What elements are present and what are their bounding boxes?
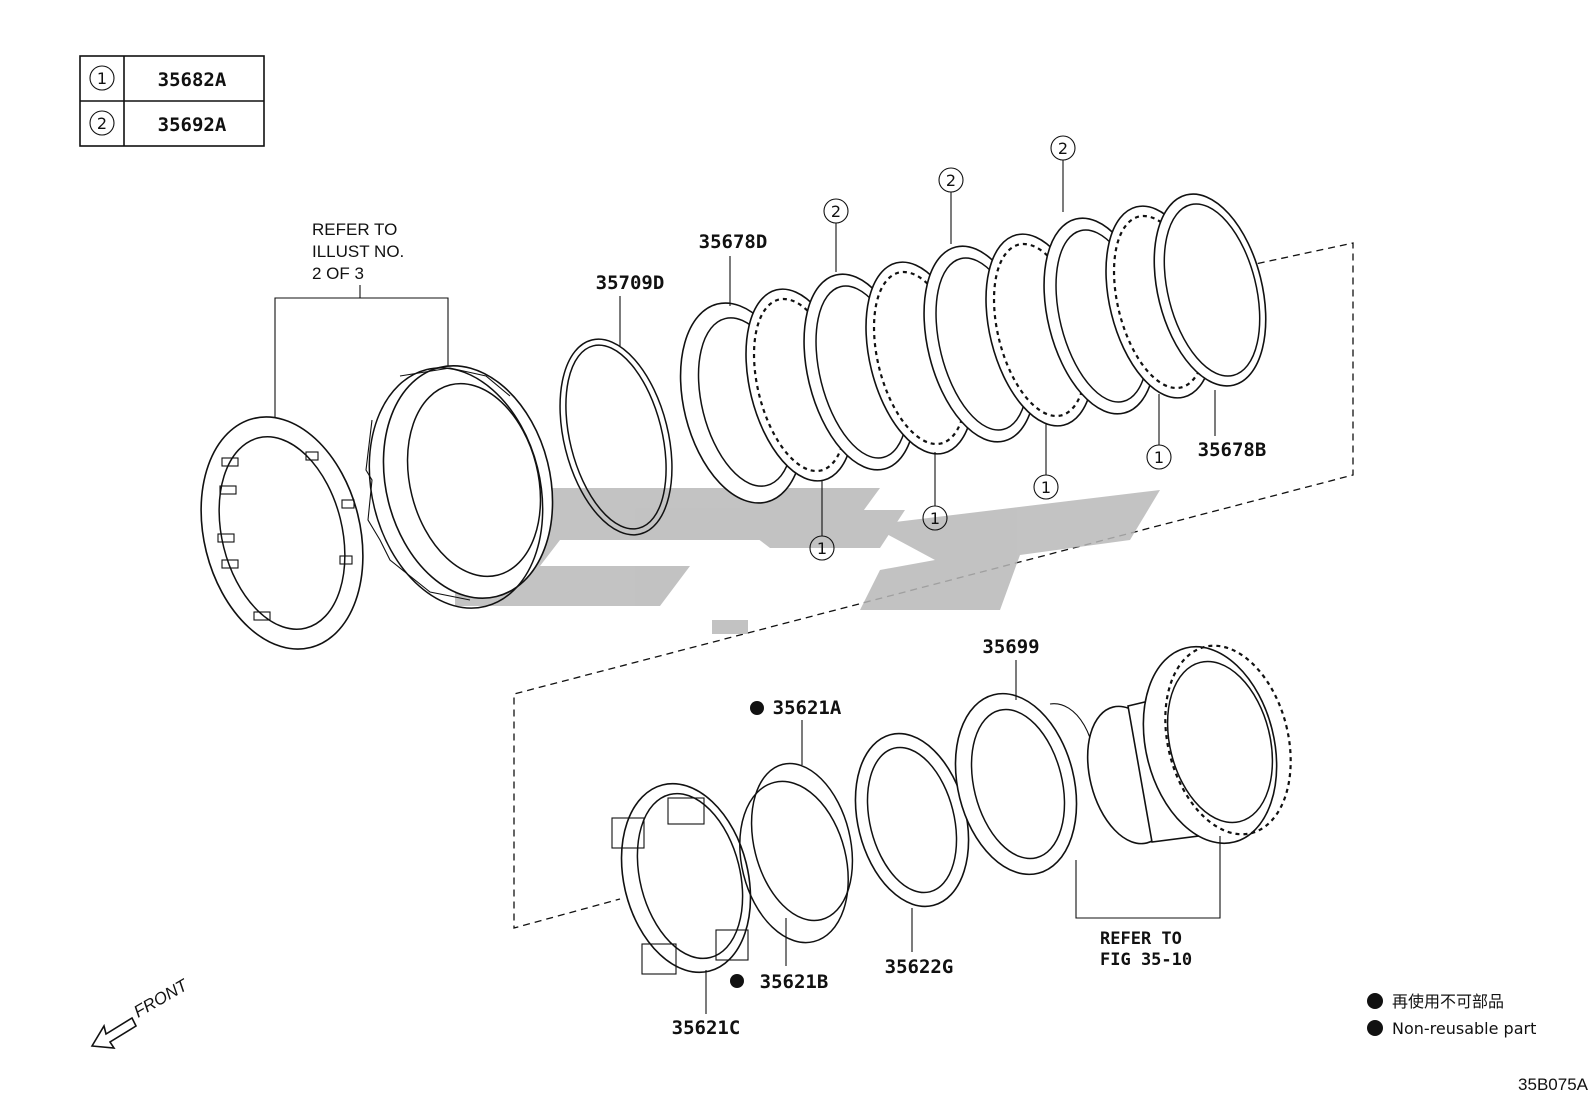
label-35709D: 35709D [596,272,665,294]
refer-illust-line-3: 2 OF 3 [312,264,364,283]
callout-1-d: 1 [1146,394,1172,470]
legend-table: 1 35682A 2 35692A [79,55,265,147]
clutch-pack [679,193,1267,504]
label-35699: 35699 [982,636,1039,658]
svg-text:1: 1 [1154,448,1164,467]
nonreusable-dot-35621B [730,974,744,988]
front-label: FRONT [131,975,193,1022]
refer-fig-line-1: REFER TO [1100,929,1182,949]
callout-2-a: 2 [823,198,849,272]
legend-part-2: 35692A [158,114,227,136]
seal-ring-35621A [750,762,854,922]
figure-code: 35B075A [1518,1075,1589,1094]
label-35678D: 35678D [699,231,768,253]
label-35621C: 35621C [672,1017,741,1039]
output-hub [1086,644,1292,845]
callout-1-c: 1 [1033,424,1059,500]
legend-symbol-2: 2 [97,114,107,133]
clutch-drum [365,364,554,609]
label-35621B: 35621B [760,971,829,993]
legend-text-jp: 再使用不可部品 [1392,992,1504,1011]
seal-housing-35699 [954,692,1097,876]
spring-retainer-plate [200,416,364,650]
nonreusable-dot-35621A [750,701,764,715]
nonreusable-legend: 再使用不可部品 Non-reusable part [1367,992,1536,1038]
callout-1-a: 1 [809,480,835,561]
legend-text-en: Non-reusable part [1392,1019,1536,1038]
svg-text:2: 2 [1058,139,1068,158]
refer-illust-note: REFER TO ILLUST NO. 2 OF 3 [274,220,449,422]
return-spring-35621C [611,782,752,975]
label-35678B: 35678B [1198,439,1267,461]
svg-text:1: 1 [817,539,827,558]
watermark-logo [455,488,1160,634]
callout-2-b: 2 [938,167,964,244]
svg-text:2: 2 [946,171,956,190]
svg-text:2: 2 [831,202,841,221]
refer-fig-note: REFER TO FIG 35-10 [1075,836,1221,970]
legend-part-1: 35682A [158,69,227,91]
legend-dot-jp [1367,993,1383,1009]
svg-text:1: 1 [1041,478,1051,497]
svg-text:1: 1 [930,509,940,528]
refer-illust-line-1: REFER TO [312,220,397,239]
clutch-piston-35622G [854,732,970,908]
label-35621A: 35621A [773,697,842,719]
callout-2-c: 2 [1050,135,1076,212]
refer-illust-line-2: ILLUST NO. [312,242,404,261]
pressure-plate-35678B [1153,193,1267,387]
callout-1-b: 1 [922,452,948,531]
snap-ring-35709D: 35709D [559,272,673,536]
refer-fig-line-2: FIG 35-10 [1100,950,1192,970]
front-arrow: FRONT [90,975,193,1049]
legend-symbol-1: 1 [97,69,107,88]
seal-ring-35621B [739,780,849,944]
legend-dot-en [1367,1020,1383,1036]
label-35622G: 35622G [885,956,954,978]
